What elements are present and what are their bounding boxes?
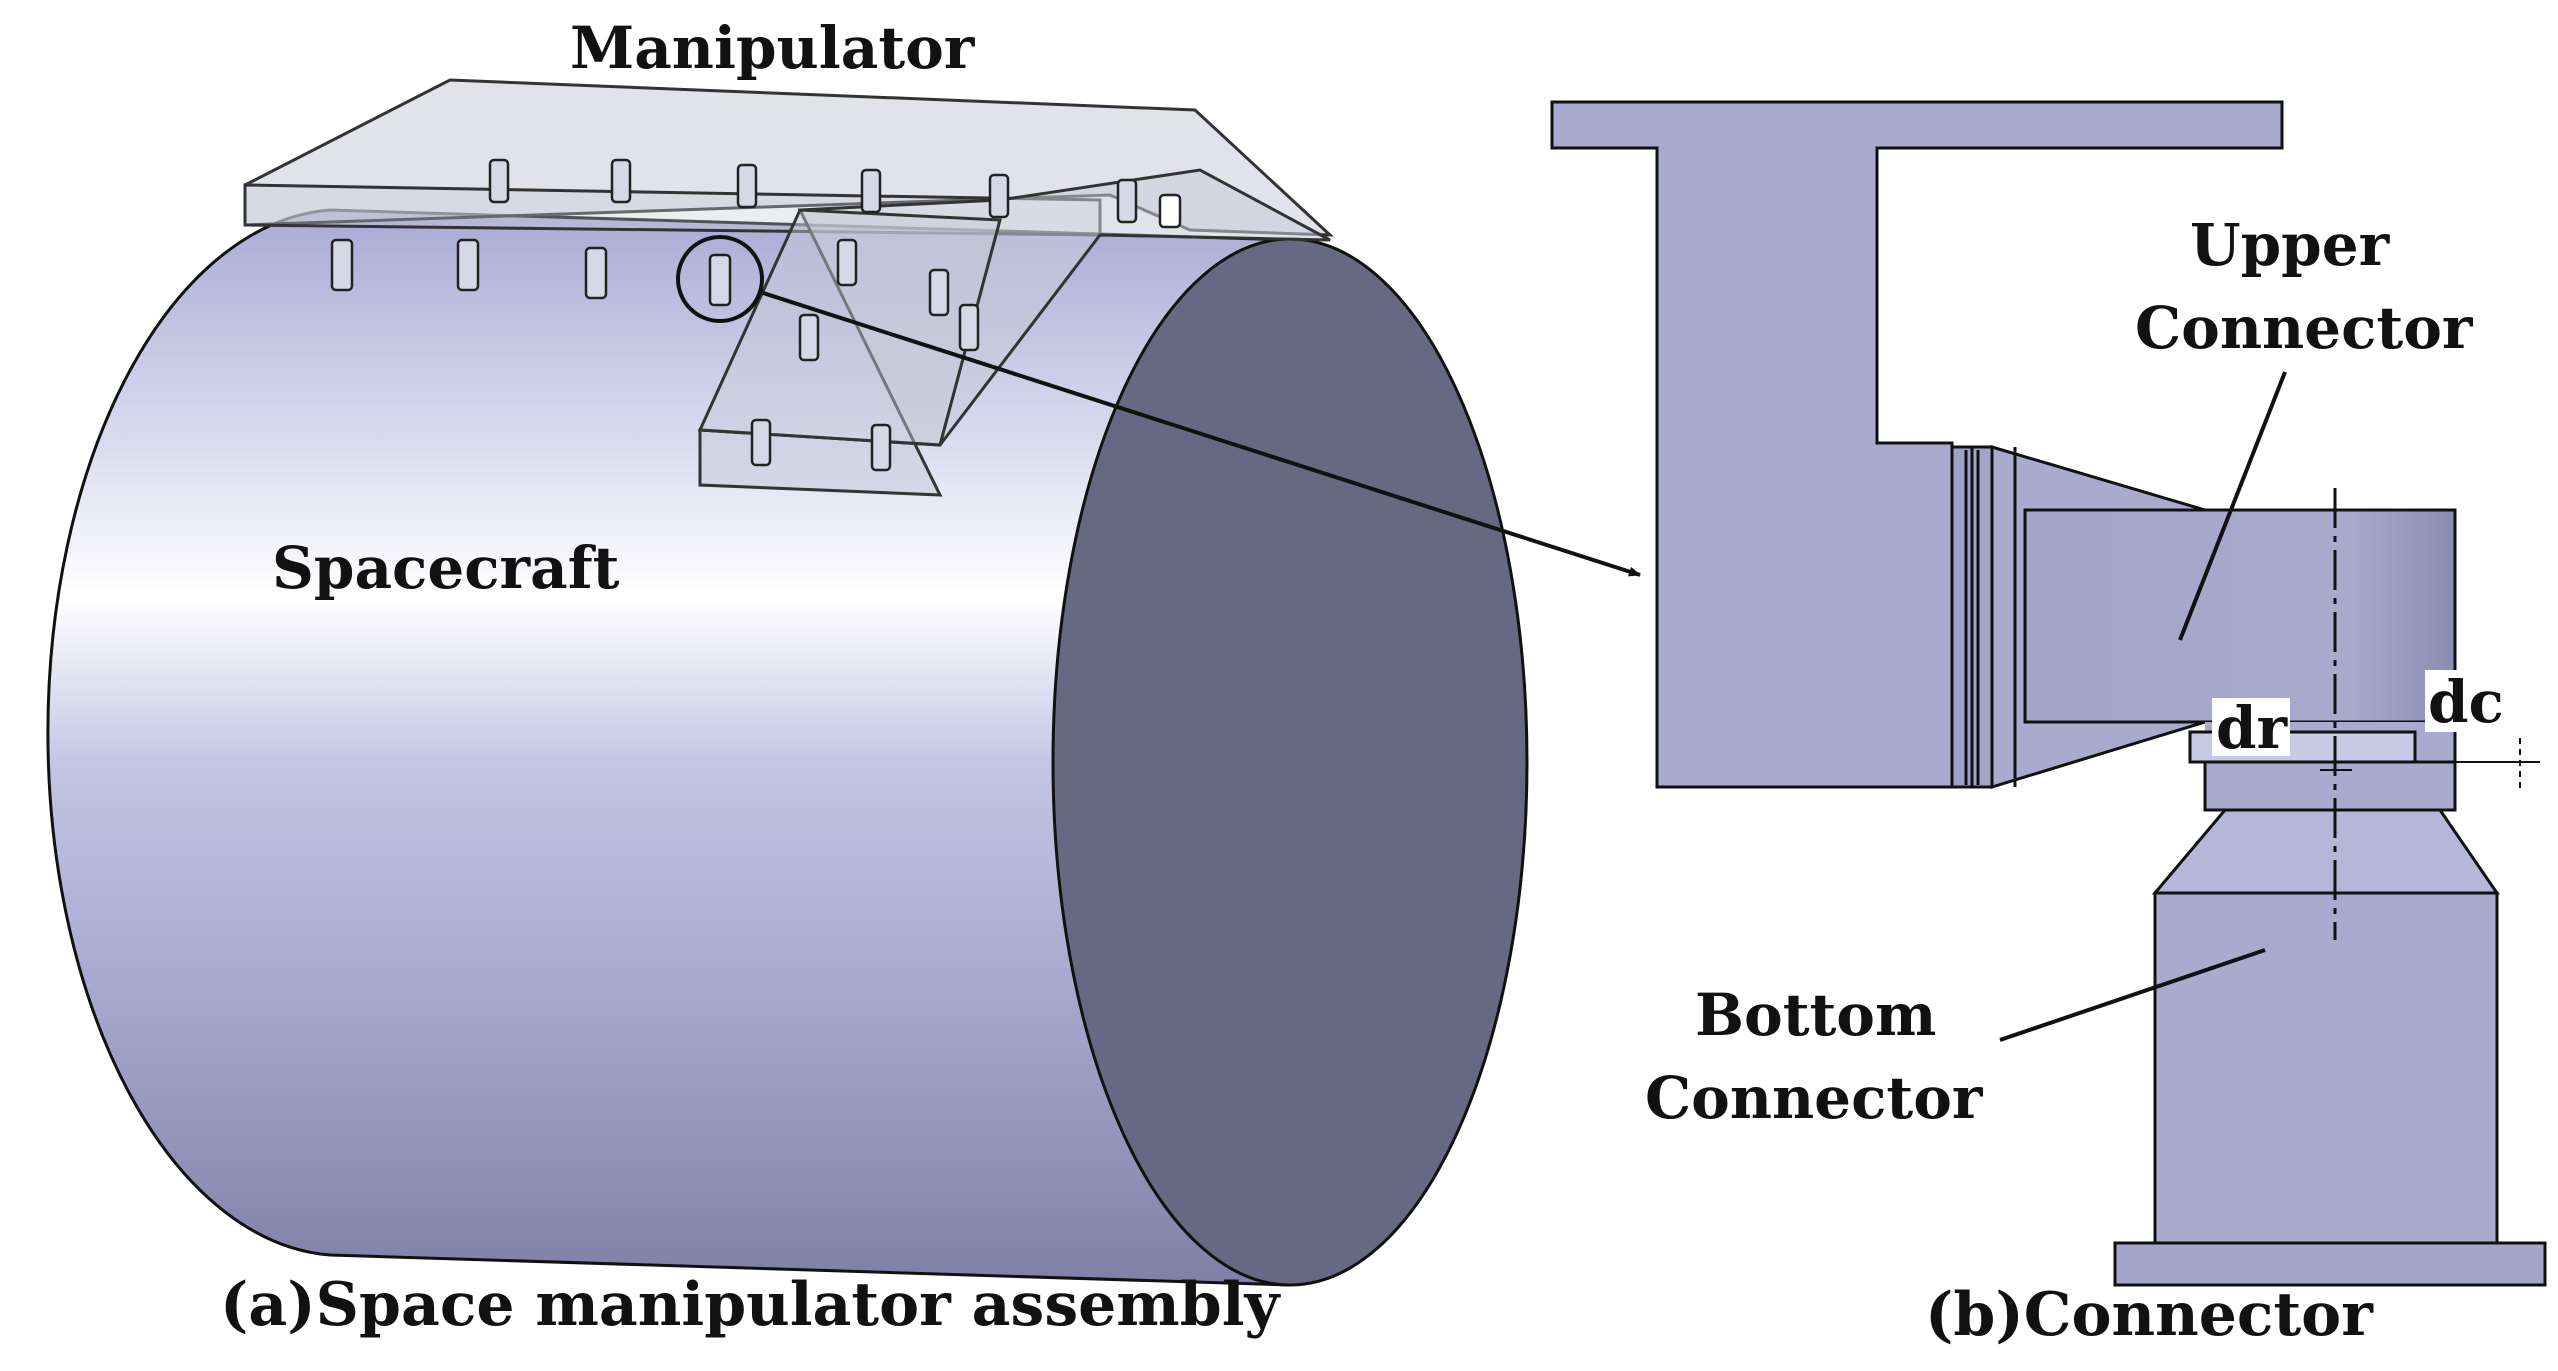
connector-post <box>836 238 858 287</box>
connector-post <box>736 163 758 209</box>
dc-label-bg <box>2425 670 2511 732</box>
upper-connector <box>2023 508 2457 724</box>
connector-detail <box>1550 100 2547 1287</box>
connector-post <box>958 303 980 352</box>
connector-post <box>330 238 354 292</box>
spacecraft-cylinder-body <box>46 208 1292 1287</box>
dc-label: dc <box>2428 668 2504 736</box>
connector-post <box>1158 193 1182 229</box>
connector-post <box>860 168 882 214</box>
connector-post <box>456 238 480 292</box>
manipulator-lower-tray <box>697 208 1002 447</box>
spacecraft-assembly: Manipulator Spacecraft <box>46 14 1529 1287</box>
connector-post <box>610 158 632 204</box>
manipulator-side-arm <box>698 168 1331 497</box>
upper-connector-leader <box>2178 371 2287 641</box>
connector-post <box>870 423 892 472</box>
connector-post <box>928 268 950 317</box>
connector-post <box>750 418 772 467</box>
flange-ring <box>1950 445 1974 789</box>
flange-ring <box>1970 445 1994 789</box>
bottom-connector-base <box>2113 1241 2547 1287</box>
connector-post <box>708 253 732 307</box>
bottom-connector <box>2153 891 2499 1245</box>
spacecraft-cylinder-end <box>1051 237 1529 1287</box>
highlight-circle <box>676 235 764 323</box>
manipulator-label: Manipulator <box>570 14 976 82</box>
pointer-arrow <box>759 290 1641 577</box>
manipulator <box>243 78 1334 497</box>
bottom-connector-top <box>2151 808 2500 895</box>
bottom-connector-leader <box>1999 948 2266 1042</box>
spacecraft-label: Spacecraft <box>272 534 620 602</box>
dr-label-bg <box>2212 698 2290 756</box>
connector-post <box>988 173 1010 219</box>
dr-label: dr <box>2216 694 2289 762</box>
connector-posts <box>330 158 1182 472</box>
connector-post <box>488 158 510 204</box>
caption-b: (b)Connector <box>1925 1280 2374 1350</box>
connector-post <box>1116 178 1138 224</box>
caption-a: (a)Space manipulator assembly <box>220 1270 1282 1340</box>
mounting-bracket <box>1550 100 2284 789</box>
bottom-connector-label-line1: Bottom <box>1695 981 1936 1049</box>
connector-post <box>584 246 608 300</box>
upper-connector-label-line2: Connector <box>2135 294 2474 362</box>
upper-connector-label-line1: Upper <box>2190 211 2391 279</box>
bottom-connector-label-line2: Connector <box>1645 1064 1984 1132</box>
connector-post <box>798 313 820 362</box>
